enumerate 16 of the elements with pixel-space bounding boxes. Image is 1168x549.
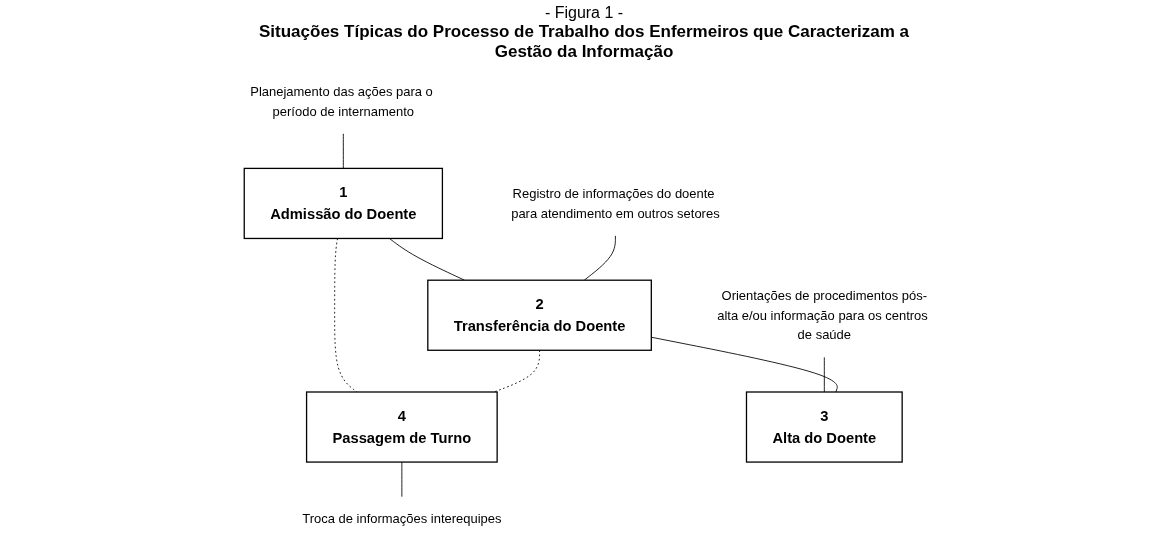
connector <box>824 356 825 393</box>
connector <box>583 235 616 281</box>
connector <box>343 133 344 169</box>
connector <box>401 461 403 498</box>
figure-number: - Figura 1 - <box>544 4 624 22</box>
node-text: Registro de informações do doente para atendimento em outros setores <box>511 185 720 220</box>
diagram-title: Situações Típicas do Processo de Trabalho dos Enfermeiros que Caracterizam a Gestão da Informação <box>258 22 910 62</box>
node-box: 3 Alta do Doente <box>746 391 903 463</box>
node-box: 4 Passagem de Turno <box>306 391 498 463</box>
connector <box>389 238 466 281</box>
node-box: 1 Admissão do Doente <box>243 167 444 240</box>
node-text: Orientações de procedimentos pós-alta e/ou informação para os centros de saúde <box>717 287 928 342</box>
connector <box>651 336 838 393</box>
node-box: 2 Transferência do Doente <box>427 279 653 351</box>
node-text: Planejamento das ações para o período de internamento <box>250 83 433 118</box>
node-text: Troca de informações interequipes <box>302 511 502 527</box>
